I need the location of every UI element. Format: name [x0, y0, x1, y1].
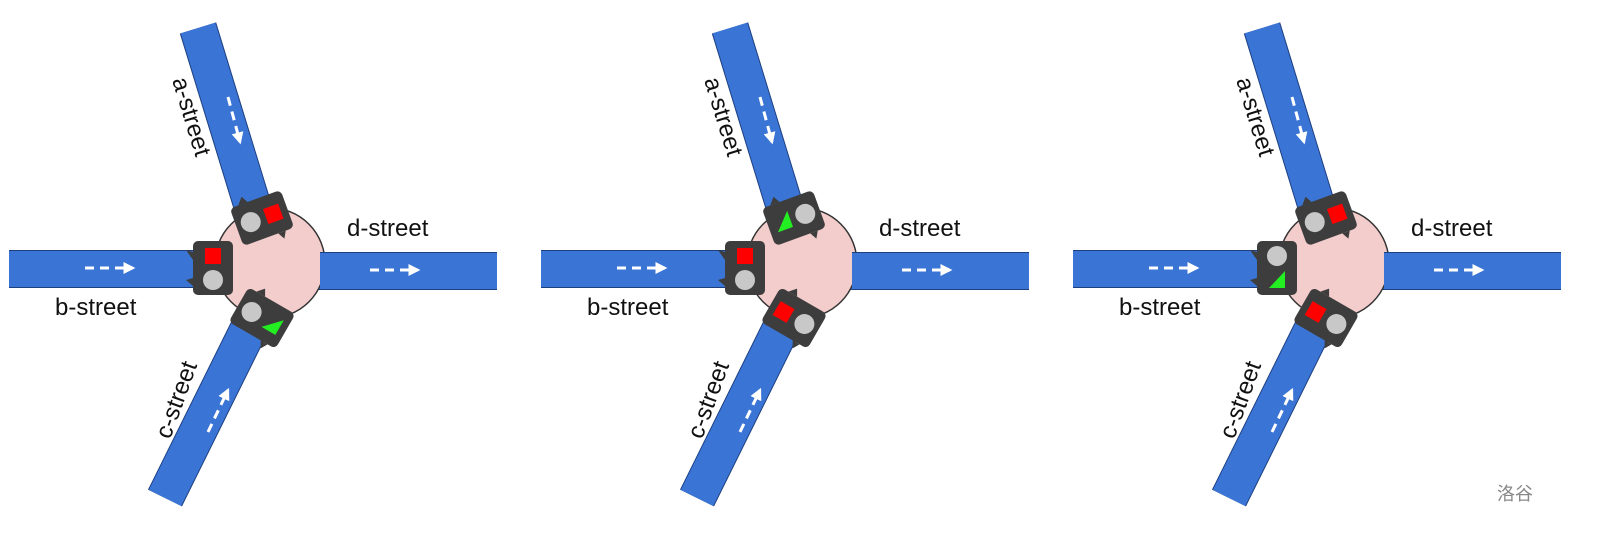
d-street-label: d-street	[879, 215, 961, 242]
direction-arrow	[758, 96, 776, 145]
signal-body	[230, 289, 294, 347]
watermark: 洛谷	[1497, 484, 1533, 505]
signal-body	[762, 289, 826, 347]
signal-red-lamp	[772, 301, 795, 323]
a-street-signal	[763, 191, 825, 245]
signal-body	[193, 241, 233, 295]
signal-off-lamp	[1326, 314, 1347, 334]
signal-body	[1294, 289, 1358, 347]
direction-arrow	[738, 387, 762, 433]
signal-off-lamp	[794, 314, 815, 334]
signal-red-lamp	[737, 248, 753, 264]
d-street-label: d-street	[1411, 215, 1493, 242]
c-street-signal	[762, 288, 826, 349]
signal-off-lamp	[241, 302, 262, 322]
signal-off-lamp	[1267, 246, 1287, 266]
signal-red-lamp	[205, 248, 221, 264]
b-street-label: b-street	[1119, 294, 1201, 321]
signal-red-lamp	[1304, 301, 1327, 323]
a-street-signal	[1295, 191, 1357, 245]
c-street-signal	[230, 288, 294, 349]
b-street-signal	[186, 241, 233, 295]
signal-off-lamp	[240, 212, 261, 233]
signal-off-lamp	[203, 270, 223, 290]
b-street-label: b-street	[55, 294, 137, 321]
signal-off-lamp	[795, 203, 816, 224]
b-street-signal	[1250, 241, 1297, 295]
direction-arrow	[206, 387, 230, 433]
b-street-signal	[718, 241, 765, 295]
signal-body	[1257, 241, 1297, 295]
signal-green-arrow-lamp	[1269, 271, 1285, 288]
signal-red-lamp	[263, 203, 284, 225]
b-street-label: b-street	[587, 294, 669, 321]
direction-arrow	[1290, 96, 1308, 145]
signal-green-arrow-lamp	[261, 320, 284, 335]
direction-arrow	[1270, 387, 1294, 433]
c-street-signal	[1294, 288, 1358, 349]
signal-off-lamp	[1304, 212, 1325, 233]
signal-body	[725, 241, 765, 295]
signal-green-arrow-lamp	[777, 210, 793, 233]
signal-red-lamp	[1327, 203, 1348, 225]
signal-off-lamp	[735, 270, 755, 290]
d-street-label: d-street	[347, 215, 429, 242]
direction-arrow	[226, 96, 244, 145]
a-street-signal	[231, 191, 293, 245]
